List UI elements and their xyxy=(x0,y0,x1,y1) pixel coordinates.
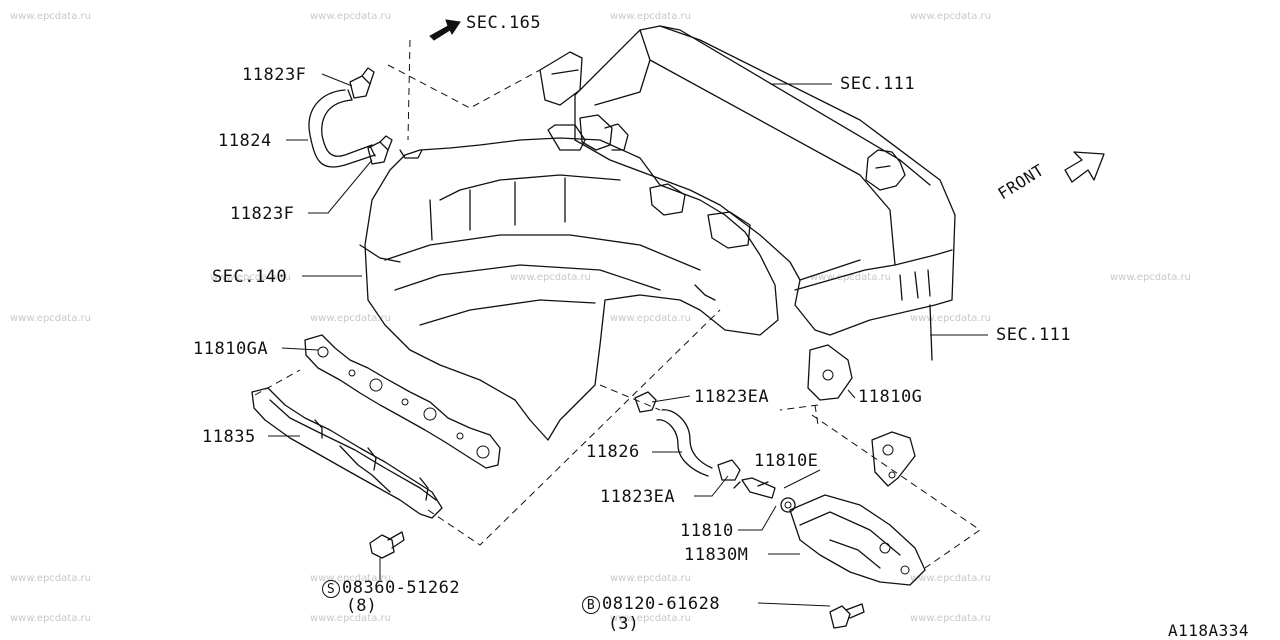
watermark-text: www.epcdata.ru xyxy=(910,11,991,22)
watermark-text: www.epcdata.ru xyxy=(310,313,391,324)
label-part-11830m[interactable]: 11830M xyxy=(684,545,749,565)
label-part-11823f-bottom[interactable]: 11823F xyxy=(230,204,295,224)
screw-qty: (8) xyxy=(346,596,377,616)
label-part-11835[interactable]: 11835 xyxy=(202,427,256,447)
gasket-11810g xyxy=(871,431,916,487)
watermark-text: www.epcdata.ru xyxy=(210,272,291,283)
clamp-11823ea-top xyxy=(634,391,657,413)
valve-11810 xyxy=(733,477,776,499)
flange-11810g-upper xyxy=(807,344,853,401)
watermark-text: www.epcdata.ru xyxy=(510,272,591,283)
bolt-qty: (3) xyxy=(608,614,639,634)
screw-number: 08360-51262 xyxy=(342,578,461,598)
dashed-guides xyxy=(254,39,981,569)
watermark-text: www.epcdata.ru xyxy=(910,313,991,324)
sec165-arrow xyxy=(429,19,461,41)
watermark-text: www.epcdata.ru xyxy=(610,573,691,584)
label-part-11823ea-bottom[interactable]: 11823EA xyxy=(600,487,676,507)
hose-11826 xyxy=(656,409,713,477)
leader-lines xyxy=(268,73,988,607)
bolt-08120 xyxy=(829,603,865,629)
label-sec111-right[interactable]: SEC.111 xyxy=(996,325,1072,345)
label-part-11823f-top[interactable]: 11823F xyxy=(242,65,307,85)
label-part-11824[interactable]: 11824 xyxy=(218,131,272,151)
plate-11835 xyxy=(251,387,443,519)
watermark-text: www.epcdata.ru xyxy=(910,613,991,624)
label-part-11810g[interactable]: 11810G xyxy=(858,387,923,407)
clamp-11823ea-bottom xyxy=(717,459,741,481)
label-part-11823ea-top[interactable]: 11823EA xyxy=(694,387,770,407)
label-part-11810ga[interactable]: 11810GA xyxy=(193,339,269,359)
intake-manifold xyxy=(359,114,779,441)
watermark-text: www.epcdata.ru xyxy=(10,11,91,22)
label-part-11826[interactable]: 11826 xyxy=(586,442,640,462)
front-arrow xyxy=(1064,151,1105,183)
separator-11830m xyxy=(789,494,926,586)
watermark-text: www.epcdata.ru xyxy=(610,313,691,324)
watermark-text: www.epcdata.ru xyxy=(610,613,691,624)
cylinder-head-cover xyxy=(539,25,956,361)
watermark-text: www.epcdata.ru xyxy=(10,313,91,324)
screw-08360 xyxy=(369,531,405,559)
label-part-11810[interactable]: 11810 xyxy=(680,521,734,541)
label-sec165[interactable]: SEC.165 xyxy=(466,13,542,33)
watermark-text: www.epcdata.ru xyxy=(810,272,891,283)
watermark-text: www.epcdata.ru xyxy=(310,11,391,22)
gasket-11810ga xyxy=(304,334,501,469)
watermark-text: www.epcdata.ru xyxy=(610,11,691,22)
clamp-11823f-top xyxy=(349,67,375,99)
screw-symbol: S xyxy=(322,580,340,598)
grommet-11810e xyxy=(780,497,796,513)
bolt-number: 08120-61628 xyxy=(602,594,721,614)
hose-11824 xyxy=(308,89,376,168)
bolt-symbol: B xyxy=(582,596,600,614)
watermark-text: www.epcdata.ru xyxy=(910,573,991,584)
watermark-text: www.epcdata.ru xyxy=(10,573,91,584)
watermark-text: www.epcdata.ru xyxy=(310,613,391,624)
label-sec140[interactable]: SEC.140 xyxy=(212,267,288,287)
watermark-text: www.epcdata.ru xyxy=(10,613,91,624)
label-sec111-top[interactable]: SEC.111 xyxy=(840,74,916,94)
watermark-text: www.epcdata.ru xyxy=(1110,272,1191,283)
label-part-11810e[interactable]: 11810E xyxy=(754,451,819,471)
diagram-id: A118A334 xyxy=(1168,621,1250,640)
watermark-text: www.epcdata.ru xyxy=(310,573,391,584)
